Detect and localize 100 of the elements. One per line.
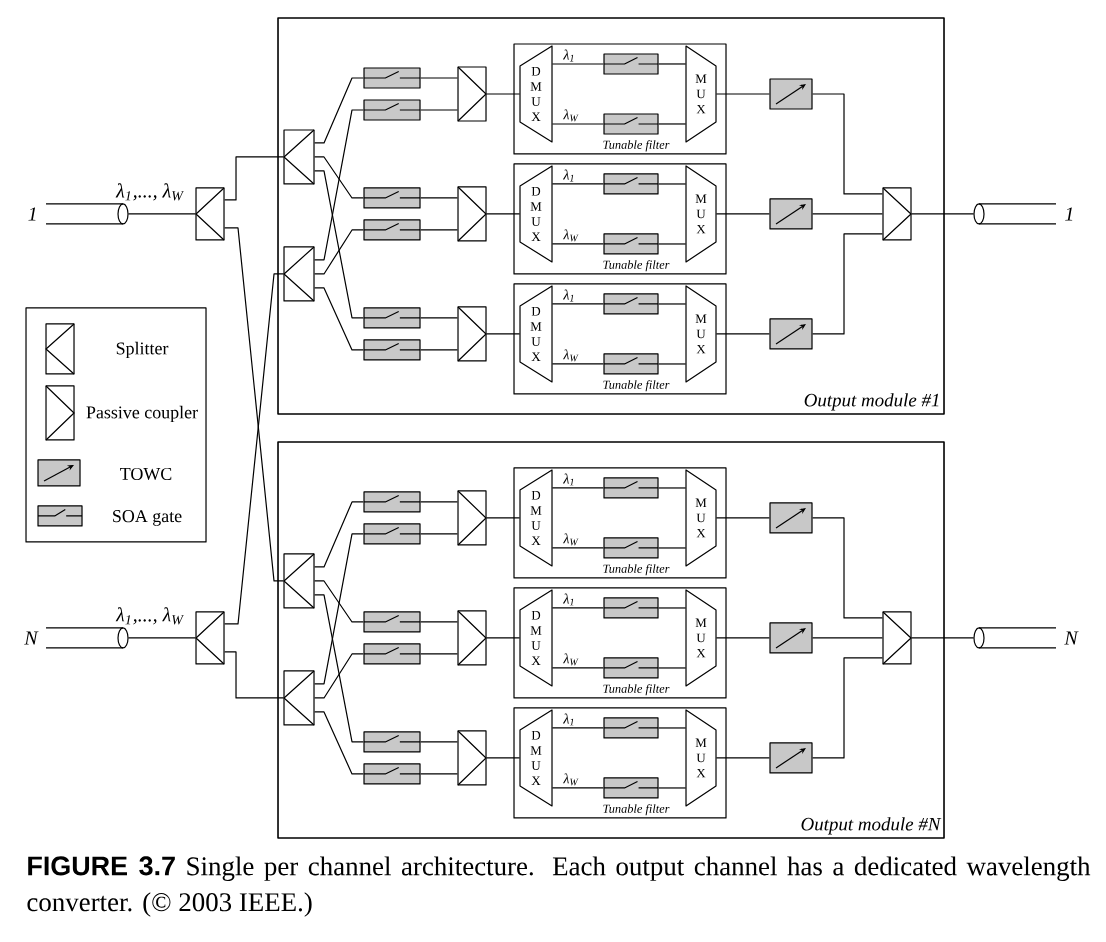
connector-line (127, 213, 196, 215)
legend-text: TOWC (120, 467, 172, 481)
connector-line (314, 287, 364, 351)
coupler-symbol (457, 186, 487, 242)
connector-line (658, 727, 687, 729)
connector-line (551, 727, 604, 729)
converter-symbol (769, 78, 813, 110)
connector-line (715, 333, 770, 335)
connector-line (420, 533, 458, 535)
connector-line (486, 637, 521, 639)
connector-line (551, 63, 604, 65)
connector-line (314, 580, 364, 623)
connector-line (420, 621, 458, 623)
connector-line (314, 594, 364, 743)
connector-line (486, 333, 521, 335)
legend-text: SOA gate (113, 510, 182, 526)
connector-line (420, 501, 458, 503)
connector-line (812, 637, 883, 639)
connector-line (420, 773, 458, 775)
connector-line (551, 547, 604, 549)
connector-line (486, 93, 521, 95)
coupler-symbol (457, 730, 487, 786)
connector-line (658, 363, 687, 365)
coupler-symbol (457, 610, 487, 666)
connector-line (314, 229, 364, 275)
wavelength-label: λ$_{1}$,..., λ$_{W}$ (115, 183, 184, 201)
connector-line (658, 183, 687, 185)
gate-symbol (603, 293, 659, 315)
splitter-symbol (195, 611, 225, 665)
connector-line (314, 711, 364, 775)
gate-symbol (603, 113, 659, 135)
port-label: N (24, 631, 39, 645)
gate-symbol (603, 353, 659, 375)
connector-line (420, 349, 458, 351)
converter-symbol (769, 502, 813, 534)
connector-line (420, 653, 458, 655)
gate-symbol (603, 717, 659, 739)
gate-symbol (603, 173, 659, 195)
connector-line (420, 741, 458, 743)
connector-line (812, 517, 883, 619)
caption: FIGURE 3.7 Single per channel architecture. Each output channel has a dedicated wavelength converter. (© 2003 IEEE.) (27, 856, 1091, 917)
port-label: N (1064, 631, 1079, 645)
splitter-symbol (195, 187, 225, 241)
connector-line (551, 363, 604, 365)
connector-line (224, 227, 284, 582)
connector-line (551, 787, 604, 789)
gate-symbol (603, 53, 659, 75)
gate-symbol (363, 643, 421, 665)
connector-line (715, 93, 770, 95)
connector-line (314, 501, 364, 568)
splitter-symbol (283, 246, 315, 302)
connector-line (551, 183, 604, 185)
connector-line (314, 77, 364, 144)
converter-symbol (769, 318, 813, 350)
gate-symbol (363, 307, 421, 329)
connector-line (127, 637, 196, 639)
connector-line (420, 229, 458, 231)
connector-line (715, 213, 770, 215)
connector-line (911, 213, 975, 215)
connector-line (314, 109, 364, 261)
coupler-symbol (457, 490, 487, 546)
connector-line (658, 123, 687, 125)
connector-line (551, 607, 604, 609)
connector-line (224, 156, 284, 201)
connector-line (314, 156, 364, 199)
connector-line (551, 243, 604, 245)
coupler-symbol (882, 187, 912, 241)
gate-symbol (363, 99, 421, 121)
gate-symbol (363, 339, 421, 361)
connector-line (658, 547, 687, 549)
gate-symbol (603, 657, 659, 679)
gate-symbol (363, 611, 421, 633)
connector-line (420, 77, 458, 79)
wavelength-label: λ$_{1}$,..., λ$_{W}$ (115, 607, 184, 625)
connector-line (486, 757, 521, 759)
gate-symbol (363, 187, 421, 209)
connector-line (420, 317, 458, 319)
gate-symbol (603, 777, 659, 799)
connector-line (658, 607, 687, 609)
connector-line (658, 243, 687, 245)
legend-text: Passive coupler (86, 405, 198, 423)
connector-line (314, 533, 364, 685)
port-label: 1 (1065, 207, 1073, 221)
connector-line (224, 273, 284, 625)
connector-line (551, 667, 604, 669)
gate-symbol (363, 523, 421, 545)
gate-symbol (603, 597, 659, 619)
connector-line (911, 637, 975, 639)
connector-line (715, 637, 770, 639)
connector-line (658, 787, 687, 789)
connector-line (224, 651, 284, 699)
gate-symbol (363, 763, 421, 785)
gate-symbol (363, 219, 421, 241)
connector-line (420, 109, 458, 111)
gate-symbol (363, 67, 421, 89)
gate-symbol (603, 233, 659, 255)
connector-line (658, 667, 687, 669)
converter-symbol (769, 622, 813, 654)
coupler-symbol (457, 306, 487, 362)
connector-line (551, 123, 604, 125)
